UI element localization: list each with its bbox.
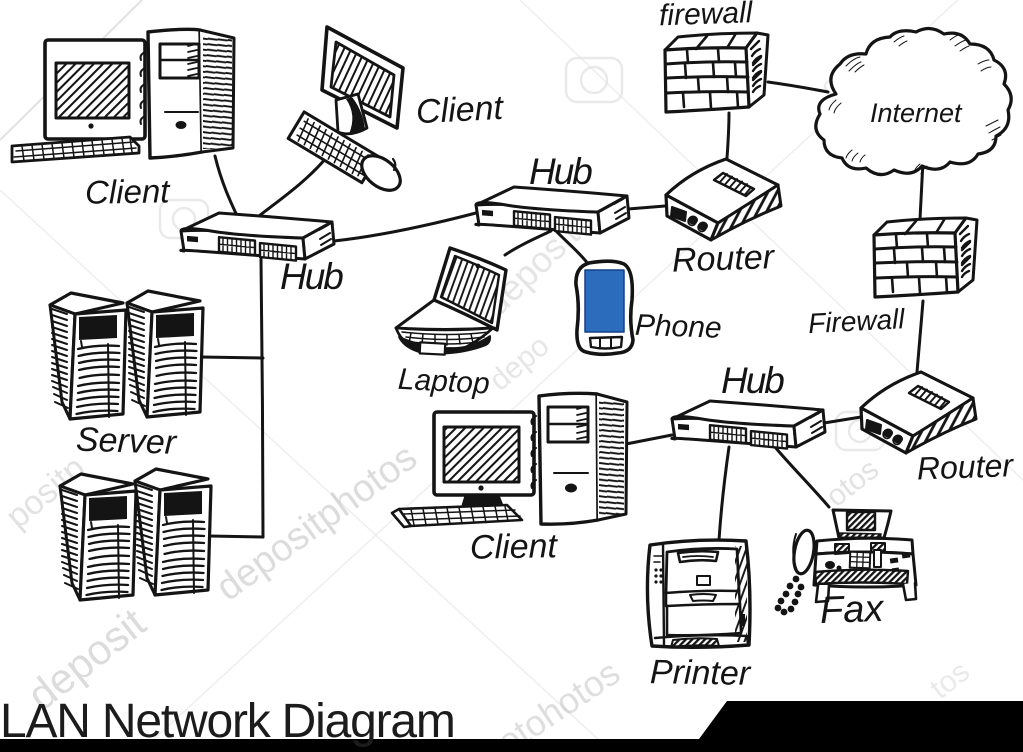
svg-text:Client: Client [415, 89, 505, 132]
svg-text:Hub: Hub [721, 360, 784, 401]
svg-text:Fax: Fax [819, 588, 886, 632]
svg-text:Client: Client [470, 527, 559, 567]
svg-text:Firewall: Firewall [807, 303, 906, 339]
svg-text:Hub: Hub [280, 256, 343, 297]
svg-text:LAN Network Diagram: LAN Network Diagram [0, 695, 455, 748]
svg-text:Client: Client [85, 172, 172, 210]
svg-text:Internet: Internet [870, 98, 963, 128]
svg-text:Router: Router [671, 238, 776, 280]
svg-text:firewall: firewall [658, 0, 754, 32]
svg-text:Router: Router [916, 447, 1015, 486]
svg-text:Printer: Printer [650, 653, 752, 693]
svg-text:Laptop: Laptop [397, 363, 490, 401]
svg-text:Phone: Phone [634, 309, 722, 345]
svg-text:Hub: Hub [529, 151, 592, 192]
svg-text:Server: Server [75, 420, 178, 462]
